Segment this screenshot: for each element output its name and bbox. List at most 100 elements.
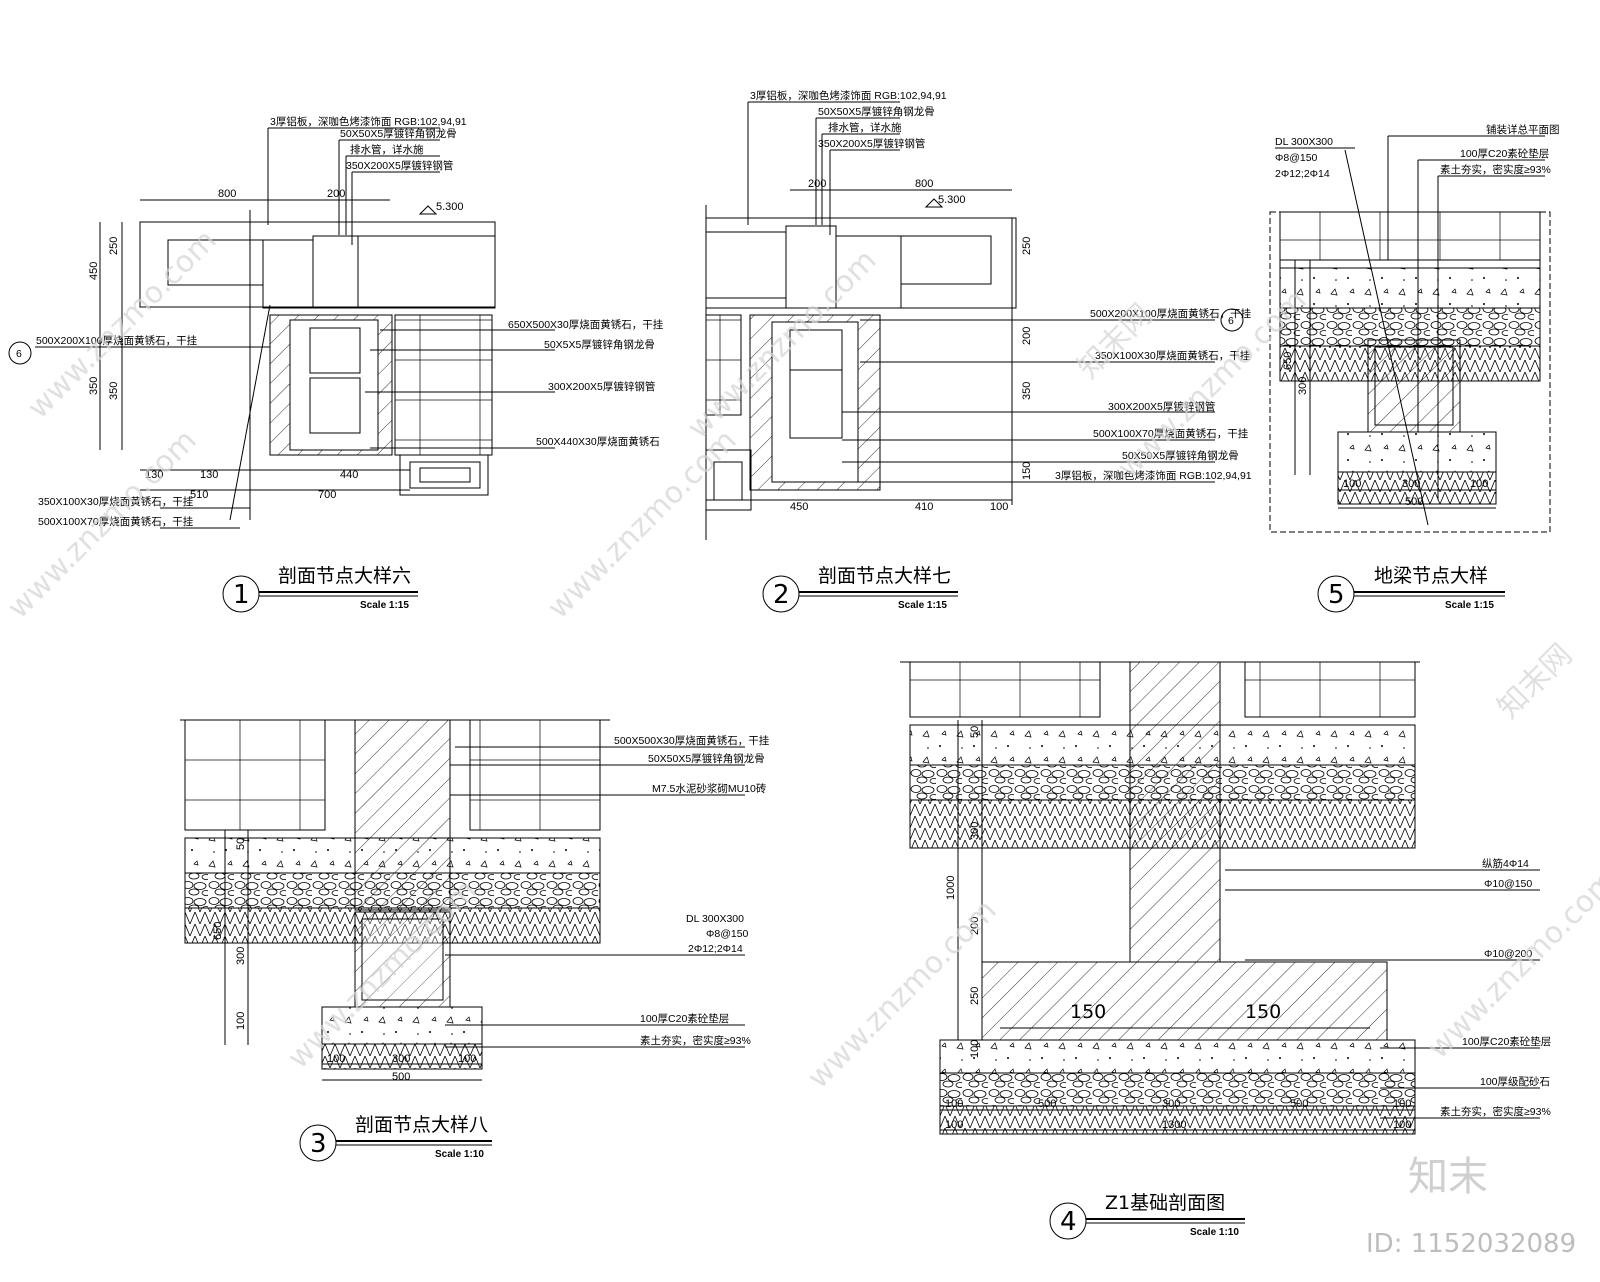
d4-dim-100d: 100 — [945, 1119, 963, 1131]
d3-dim-100: 100 — [235, 1012, 247, 1030]
d1-dim-410: 130 — [200, 469, 218, 481]
d1-scale: Scale 1:15 — [360, 600, 409, 611]
watermark-logo: 知末 — [1408, 1154, 1488, 1200]
d1-section-mark: 6 — [16, 348, 22, 360]
d1-dim-800: 800 — [218, 188, 236, 200]
d2-dim-150: 150 — [1021, 462, 1033, 480]
detail-2-section-7: 3厚铝板，深咖色烤漆饰面 RGB:102,94,91 50X50X5厚镀锌角钢龙… — [705, 89, 1252, 613]
d4-dim-250: 250 — [969, 987, 981, 1005]
d2-title: 剖面节点大样七 — [818, 565, 951, 587]
d4-dim-50: 50 — [969, 726, 981, 738]
d1-elevation: 5.300 — [436, 201, 464, 213]
d2-scale: Scale 1:15 — [898, 600, 947, 611]
d4-dim-1300: 1300 — [1162, 1119, 1186, 1131]
d2-number: 2 — [773, 580, 790, 610]
d4-callout-5: 100厚级配砂石 — [1480, 1075, 1550, 1088]
d5-callout-3: 2Φ12;2Φ14 — [1275, 168, 1330, 180]
d2-elevation: 5.300 — [938, 194, 966, 206]
d3-dim-100b: 100 — [327, 1053, 345, 1065]
d2-callout-10: 3厚铝板，深咖色烤漆饰面 RGB:102,94,91 — [1055, 469, 1252, 482]
d4-dim-200: 200 — [969, 917, 981, 935]
d4-dim-100c: 100 — [1393, 1098, 1411, 1110]
d2-callout-6: 350X100X30厚烧面黄锈石，干挂 — [1095, 349, 1251, 362]
d1-callout-11: 500X100X70厚烧面黄锈石，干挂 — [38, 515, 194, 528]
detail-3-section-8: 500X500X30厚烧面黄锈石，干挂 50X50X5厚镀锌角钢龙骨 M7.5水… — [180, 719, 770, 1162]
d5-title: 地梁节点大样 — [1374, 565, 1488, 587]
d4-dim-150-left: 150 — [1070, 1001, 1106, 1023]
d3-dim-300: 300 — [235, 947, 247, 965]
d1-callout-5: 650X500X30厚烧面黄锈石，干挂 — [508, 318, 664, 331]
d1-callout-9: 500X200X100厚烧面黄锈石，干挂 — [36, 334, 198, 347]
d2-dim-410: 410 — [915, 501, 933, 513]
d3-callout-7: 100厚C20素砼垫层 — [640, 1012, 729, 1025]
d3-callout-8: 素土夯实，密实度≥93% — [640, 1034, 751, 1047]
d5-number: 5 — [1328, 580, 1345, 610]
d3-dim-100c: 100 — [458, 1053, 476, 1065]
d3-title: 剖面节点大样八 — [355, 1114, 488, 1136]
d1-number: 1 — [233, 580, 250, 610]
d5-callout-2: Φ8@150 — [1275, 152, 1318, 164]
d5-callout-6: 素土夯实，密实度≥93% — [1440, 163, 1551, 176]
d2-callout-4: 350X200X5厚镀锌钢管 — [818, 137, 925, 150]
d1-dim-250: 250 — [108, 237, 120, 255]
d3-callout-1: 500X500X30厚烧面黄锈石，干挂 — [614, 734, 770, 747]
d1-callout-7: 300X200X5厚镀锌钢管 — [548, 380, 655, 393]
d2-callout-9: 50X50X5厚镀锌角钢龙骨 — [1122, 449, 1239, 462]
d3-dim-50: 50 — [235, 838, 247, 850]
d1-dim-650: 350 — [88, 377, 100, 395]
d1-dim-510: 510 — [190, 489, 208, 501]
d4-dim-500b: 500 — [1290, 1098, 1308, 1110]
d3-callout-2: 50X50X5厚镀锌角钢龙骨 — [648, 752, 765, 765]
d3-callout-3: M7.5水泥砂浆砌MU10砖 — [652, 782, 767, 795]
d4-number: 4 — [1060, 1207, 1077, 1237]
detail-5-ground-beam: DL 300X300 Φ8@150 2Φ12;2Φ14 铺装详总平面图 100厚… — [1269, 123, 1560, 613]
d3-dim-650: 650 — [212, 922, 224, 940]
d2-dim-350: 350 — [1021, 382, 1033, 400]
d1-callout-4: 350X200X5厚镀锌钢管 — [346, 159, 453, 172]
d5-dim-650: 650 — [1282, 352, 1294, 370]
d5-callout-4: 铺装详总平面图 — [1486, 123, 1560, 136]
d3-callout-5: Φ8@150 — [706, 928, 749, 940]
d4-callout-1: 纵筋4Φ14 — [1482, 857, 1529, 870]
d4-dim-100: 100 — [969, 1040, 981, 1058]
d3-dim-300b: 300 — [392, 1053, 410, 1065]
d2-callout-1: 3厚铝板，深咖色烤漆饰面 RGB:102,94,91 — [750, 89, 947, 102]
d4-callout-2: Φ10@150 — [1484, 878, 1532, 890]
d4-scale: Scale 1:10 — [1190, 1227, 1239, 1238]
d2-dim-250: 250 — [1021, 237, 1033, 255]
d5-dim-500: 500 — [1405, 496, 1423, 508]
d4-dim-100e: 100 — [1393, 1119, 1411, 1131]
d1-dim-100: 130 — [145, 469, 163, 481]
d2-section-mark: 6 — [1228, 315, 1234, 327]
d4-dim-100b: 100 — [945, 1098, 963, 1110]
d1-callout-8: 500X440X30厚烧面黄锈石 — [536, 435, 660, 448]
d3-dim-500: 500 — [392, 1071, 410, 1083]
d2-callout-5: 500X200X100厚烧面黄锈石，干挂 — [1090, 307, 1252, 320]
d3-callout-6: 2Φ12;2Φ14 — [688, 943, 743, 955]
d1-callout-3: 排水管，详水施 — [350, 143, 424, 156]
d5-dim-100b: 100 — [1470, 478, 1488, 490]
d3-callout-4: DL 300X300 — [686, 913, 744, 925]
d1-callout-1: 3厚铝板，深咖色烤漆饰面 RGB:102,94,91 — [270, 115, 467, 128]
d4-dim-1000: 1000 — [945, 876, 957, 900]
d4-dim-150-right: 150 — [1245, 1001, 1281, 1023]
d1-dim-700: 700 — [318, 489, 336, 501]
d5-dim-300: 300 — [1297, 377, 1309, 395]
watermark-id: ID: 1152032089 — [1366, 1229, 1576, 1259]
d5-scale: Scale 1:15 — [1445, 600, 1494, 611]
d2-dim-200: 200 — [808, 178, 826, 190]
d1-callout-10: 350X100X30厚烧面黄锈石，干挂 — [38, 495, 194, 508]
d4-dim-300b: 300 — [1162, 1098, 1180, 1110]
d4-title: Z1基础剖面图 — [1105, 1192, 1225, 1214]
d1-dim-440: 440 — [340, 469, 358, 481]
detail-1-section-6: 3厚铝板，深咖色烤漆饰面 RGB:102,94,91 50X50X5厚镀锌角钢龙… — [8, 115, 664, 613]
watermark-site-5: www.znzmo.com — [541, 423, 744, 626]
d1-dim-200: 200 — [327, 188, 345, 200]
d5-dim-300b: 300 — [1402, 478, 1420, 490]
d3-scale: Scale 1:10 — [435, 1149, 484, 1160]
d1-dim-350: 350 — [108, 382, 120, 400]
d5-dim-100: 100 — [1343, 478, 1361, 490]
detail-4-z1-foundation-section: 纵筋4Φ14 Φ10@150 Φ10@200 100厚C20素砼垫层 100厚级… — [900, 661, 1551, 1240]
d4-callout-4: 100厚C20素砼垫层 — [1462, 1035, 1551, 1048]
